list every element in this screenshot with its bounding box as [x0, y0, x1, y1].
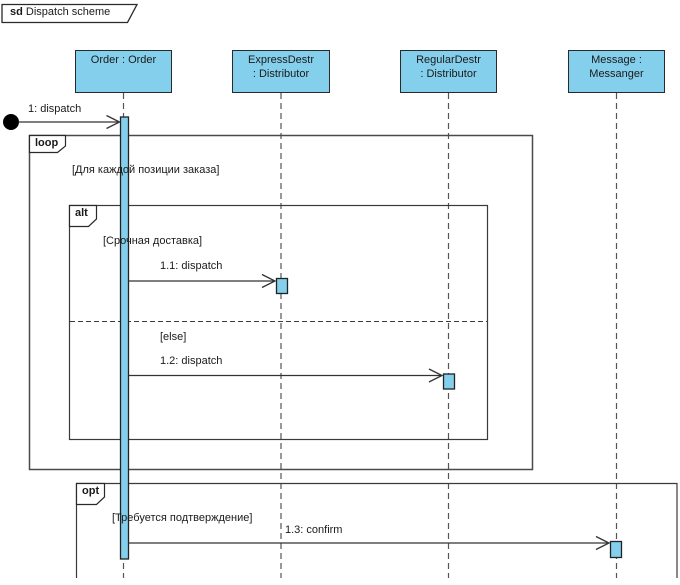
lifeline-head-order[interactable]: Order : Order: [75, 50, 172, 93]
opt-fragment-frame[interactable]: [75, 482, 678, 579]
lifeline-message-name-line2: Messanger: [589, 67, 644, 80]
message-1-label[interactable]: 1: dispatch: [28, 103, 82, 115]
lifeline-regular-name-line1: RegularDestr: [416, 54, 481, 66]
sd-frame-title: sd Dispatch scheme: [10, 6, 110, 19]
loop-operator-label[interactable]: loop: [35, 137, 59, 149]
alt-guard-else: [else]: [160, 331, 187, 343]
activation-regular[interactable]: [442, 373, 456, 390]
message-1-3-arrowhead: [595, 535, 611, 551]
message-1-1-arrowhead: [261, 273, 277, 289]
message-1-1-label[interactable]: 1.1: dispatch: [160, 260, 223, 272]
message-1-2-arrowhead: [428, 368, 444, 383]
opt-guard: [Требуется подтверждение]: [112, 512, 253, 524]
alt-fragment-frame[interactable]: [68, 204, 489, 441]
sd-title-text: Dispatch scheme: [25, 6, 111, 18]
lifeline-head-message[interactable]: Message : Messanger: [568, 50, 665, 93]
alt-guard-express: [Срочная доставка]: [103, 235, 203, 247]
lifeline-order-name-line1: Order : Order: [90, 54, 157, 66]
lifeline-head-regular[interactable]: RegularDestr : Distributor: [400, 50, 497, 93]
activation-express[interactable]: [275, 277, 289, 295]
found-message-circle[interactable]: [3, 114, 19, 130]
message-1-3-label[interactable]: 1.3: confirm: [285, 524, 343, 536]
loop-fragment-frame[interactable]: [28, 134, 534, 471]
lifeline-regular-name-line2: : Distributor: [420, 67, 477, 80]
alt-operator-shape: [68, 204, 98, 228]
activation-order[interactable]: [119, 116, 130, 560]
message-1-arrowhead: [106, 114, 121, 130]
message-1-2-label[interactable]: 1.2: dispatch: [160, 355, 223, 367]
activation-message[interactable]: [609, 540, 623, 559]
alt-operator-label[interactable]: alt: [75, 207, 88, 219]
loop-operator-shape: [28, 134, 67, 154]
lifeline-express-name-line2: : Distributor: [252, 67, 310, 80]
opt-operator-label[interactable]: opt: [82, 485, 100, 497]
sd-frame-label-shape: [1, 3, 139, 24]
lifeline-message-name-line1: Message :: [591, 54, 642, 66]
lifeline-head-express[interactable]: ExpressDestr : Distributor: [232, 50, 330, 93]
loop-guard: [Для каждой позиции заказа]: [72, 164, 220, 176]
lifeline-express-name-line1: ExpressDestr: [247, 54, 315, 66]
opt-operator-shape: [75, 482, 106, 506]
sd-keyword: sd: [10, 6, 23, 18]
